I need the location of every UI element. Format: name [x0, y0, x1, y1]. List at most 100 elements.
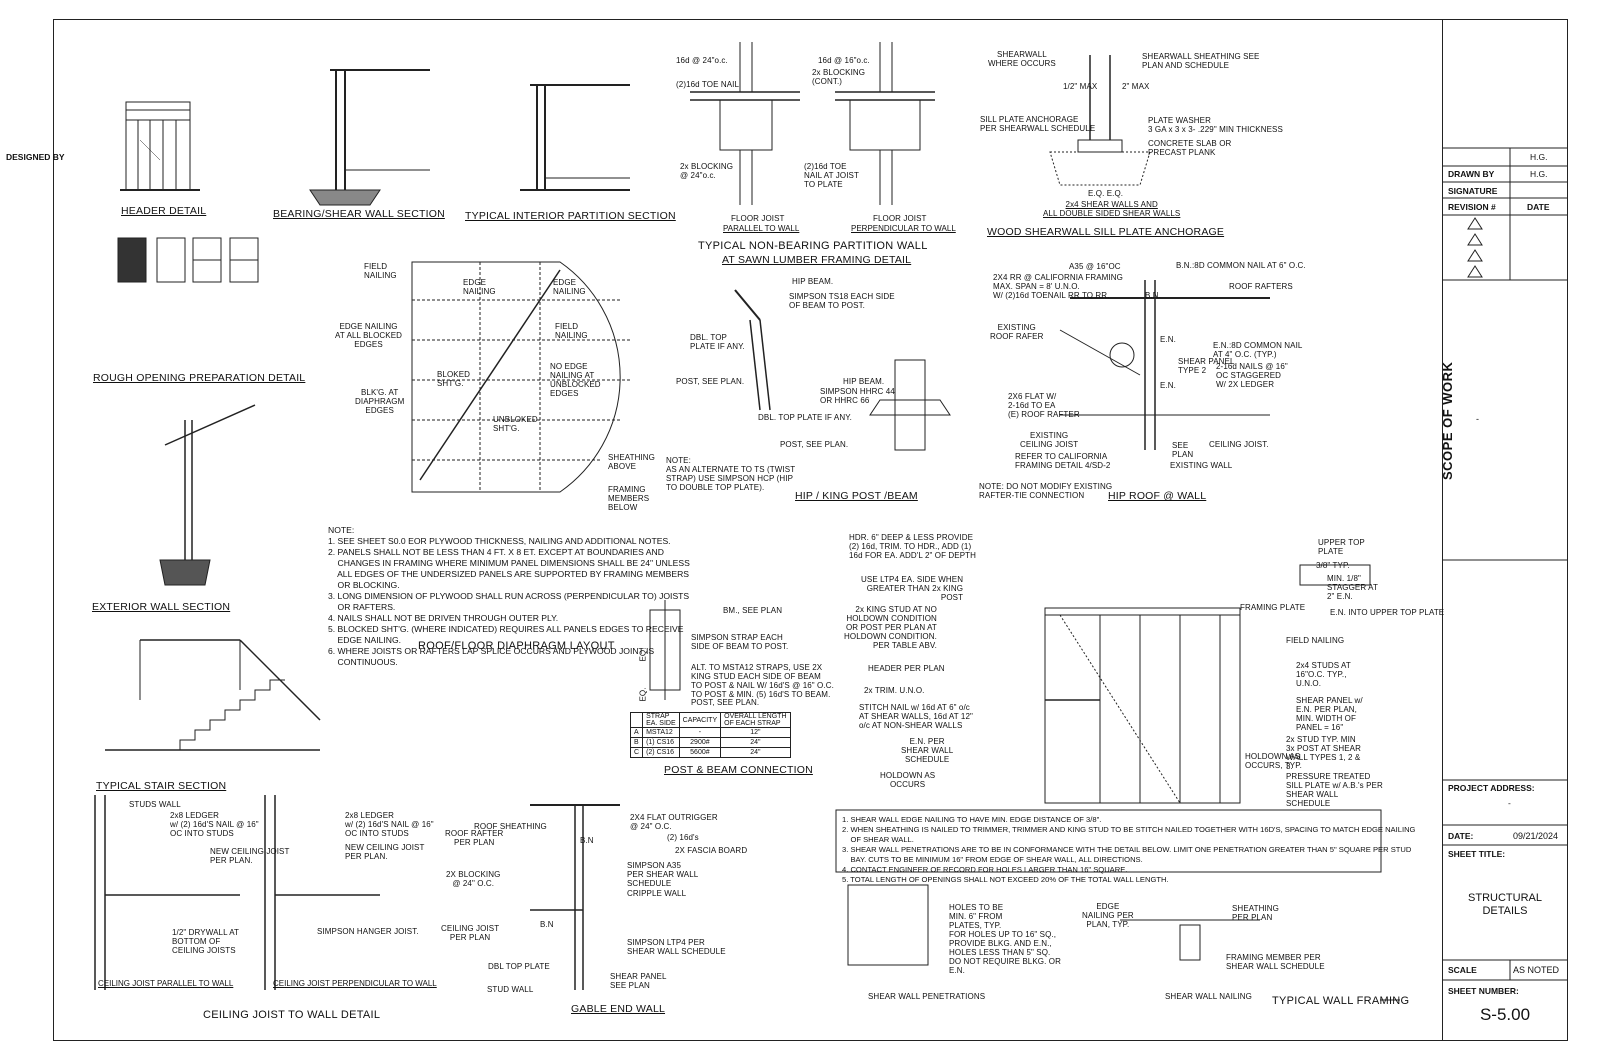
sp-anchorage: SILL PLATE ANCHORAGE PER SHEARWALL SCHED…	[980, 115, 1096, 133]
hr-refer: REFER TO CALIFORNIA FRAMING DETAIL 4/SD-…	[1015, 452, 1111, 470]
hr-en: E.N.	[1160, 335, 1176, 344]
sheet-title-line-1: STRUCTURAL	[1468, 892, 1542, 904]
wf-en: E.N. PER SHEAR WALL SCHEDULE	[901, 737, 954, 764]
hr-existing: EXISTING ROOF RAFER	[990, 323, 1044, 341]
table-row: STRAP EA. SIDE CAPACITY OVERALL LENGTH O…	[629, 712, 791, 728]
title-sill-plate: WOOD SHEARWALL SILL PLATE ANCHORAGE	[987, 226, 1225, 238]
cj-studs: STUDS WALL	[129, 800, 181, 809]
header-detail-drawing	[120, 101, 200, 191]
wf-king: 2x KING STUD AT NO HOLDOWN CONDITION OR …	[844, 605, 937, 650]
strap-row-id: B	[629, 737, 644, 748]
exterior-wall-drawing	[159, 404, 256, 586]
sheet-number-label: SHEET NUMBER:	[1448, 986, 1519, 996]
sheet-title-line-2: DETAILS	[1482, 905, 1528, 917]
hk-hip: HIP BEAM.	[792, 277, 834, 286]
sub-floor-parallel: FLOOR JOIST	[731, 214, 785, 223]
wf-field: FIELD NAILING	[1286, 636, 1345, 645]
dp-blkg: BLK'G. AT DIAPHRAGM EDGES	[355, 388, 405, 415]
hk-note: NOTE: AS AN ALTERNATE TO TS (TWIST STRAP…	[666, 456, 796, 492]
cj-ledger1: 2x8 LEDGER w/ (2) 16d'S NAIL @ 16" OC IN…	[170, 811, 259, 838]
title-bearing-shear: BEARING/SHEAR WALL SECTION	[273, 208, 445, 220]
strap-row-capacity: -	[678, 727, 722, 738]
wf-framing-member: FRAMING MEMBER PER SHEAR WALL SCHEDULE	[1226, 953, 1325, 971]
sub-shear-penetrations: SHEAR WALL PENETRATIONS	[868, 992, 986, 1001]
wf-hdr: HDR. 6" DEEP & LESS PROVIDE (2) 16d, TRI…	[849, 533, 977, 560]
wf-stitch: STITCH NAIL w/ 16d AT 6" o/c AT SHEAR WA…	[859, 703, 973, 730]
title-rough-opening: ROUGH OPENING PREPARATION DETAIL	[93, 372, 306, 384]
title-post-beam: POST & BEAM CONNECTION	[664, 764, 813, 776]
wf-min18: MIN. 1/8" STAGGER AT 2" E.N.	[1327, 574, 1378, 601]
hk-dbl-top2: DBL. TOP PLATE IF ANY.	[758, 413, 852, 422]
hr-16d: 2-16d NAILS @ 16" OC STAGGERED W/ 2X LED…	[1216, 362, 1288, 389]
date-label: DATE:	[1448, 831, 1474, 841]
title-exterior-wall: EXTERIOR WALL SECTION	[92, 601, 231, 613]
project-address-value: -	[1508, 798, 1511, 808]
strap-row-strap: MSTA12	[642, 727, 680, 738]
strap-row-id: A	[629, 727, 644, 738]
title-hip-king: HIP / KING POST /BEAM	[795, 490, 918, 502]
title-block	[1442, 20, 1568, 1040]
title-diaphragm: ROOF/FLOOR DIAPHRAGM LAYOUT	[418, 640, 615, 652]
sp-washer: PLATE WASHER 3 GA x 3 x 3- .229" MIN THI…	[1148, 116, 1283, 134]
stair-drawing	[105, 639, 321, 751]
nb-blocking: 2x BLOCKING @ 24"o.c.	[680, 162, 734, 180]
hk-hip2: HIP BEAM.	[843, 377, 885, 386]
pb-bm: BM., SEE PLAN	[723, 606, 783, 615]
hr-note: NOTE: DO NOT MODIFY EXISTING RAFTER-TIE …	[979, 482, 1113, 500]
sheet-title-label: SHEET TITLE:	[1448, 849, 1506, 859]
hr-ceiling: CEILING JOIST.	[1209, 440, 1269, 449]
nb-toe-joist: (2)16d TOE NAIL AT JOIST TO PLATE	[804, 162, 859, 189]
ge-16ds: (2) 16d's	[667, 833, 699, 842]
scale-label: SCALE	[1448, 965, 1477, 975]
wf-framing-plate: FRAMING PLATE	[1240, 603, 1306, 612]
drawn-by-value: H.G.	[1530, 169, 1548, 179]
title-wall-framing: TYPICAL WALL FRAMING	[1272, 995, 1410, 1007]
hk-hhrc: SIMPSON HHRC 44 OR HHRC 66	[820, 387, 895, 405]
hr-see-plan: SEE PLAN	[1172, 441, 1194, 459]
wf-edge: EDGE NAILING PER PLAN, TYP.	[1082, 902, 1134, 929]
hr-2x4: 2X4 RR @ CALIFORNIA FRAMING MAX. SPAN = …	[993, 273, 1123, 300]
gable-drawing	[530, 804, 620, 990]
wf-header: HEADER PER PLAN	[868, 664, 945, 673]
pb-post: POST, SEE PLAN.	[691, 698, 760, 707]
dp-field2: FIELD NAILING	[555, 322, 588, 340]
sub-floor-perp-2: PERPENDICULAR TO WALL	[851, 224, 956, 233]
title-header-detail: HEADER DETAIL	[121, 205, 207, 217]
wf-holes16: FOR HOLES UP TO 16" SQ., PROVIDE BLKG. A…	[949, 930, 1061, 975]
dp-field: FIELD NAILING	[364, 262, 397, 280]
pb-eq2: EQ.	[638, 687, 648, 702]
designed-by-label: DESIGNED BY	[6, 152, 65, 162]
project-address-label: PROJECT ADDRESS:	[1448, 783, 1535, 793]
wf-holes: HOLES TO BE MIN. 6" FROM PLATES, TYP.	[949, 903, 1004, 930]
pb-eq1: EQ.	[638, 647, 648, 662]
pb-alt: ALT. TO MSTA12 STRAPS, USE 2X KING STUD …	[691, 663, 834, 699]
strap-row-length: 24"	[720, 747, 791, 758]
drawn-by-label: DRAWN BY	[1448, 169, 1495, 179]
post-beam-drawing	[649, 600, 681, 700]
hip-roof-drawing	[1059, 280, 1270, 450]
hr-en2: E.N.	[1160, 381, 1176, 390]
sub-floor-parallel-2: PARALLEL TO WALL	[723, 224, 800, 233]
title-stair: TYPICAL STAIR SECTION	[96, 780, 227, 792]
dp-framing-below: FRAMING MEMBERS BELOW	[608, 485, 650, 512]
hr-ex-ceiling: EXISTING CEILING JOIST	[1020, 431, 1079, 449]
wf-upper: UPPER TOP PLATE	[1318, 538, 1365, 556]
dp-bloked: BLOKED SHT'G.	[437, 370, 471, 388]
ge-blocking: 2X BLOCKING @ 24" O.C.	[446, 870, 501, 888]
signature-label: SIGNATURE	[1448, 186, 1498, 196]
hr-rafters: ROOF RAFTERS	[1229, 282, 1293, 291]
dp-edge-all: EDGE NAILING AT ALL BLOCKED EDGES	[335, 322, 403, 349]
strap-table: STRAP EA. SIDE CAPACITY OVERALL LENGTH O…	[629, 712, 791, 758]
nb-16d-16: 16d @ 16"o.c.	[818, 56, 870, 65]
wf-sheathing: SHEATHING PER PLAN	[1232, 904, 1279, 922]
hr-ex-wall: EXISTING WALL	[1170, 461, 1233, 470]
title-hip-roof: HIP ROOF @ WALL	[1108, 490, 1207, 502]
strap-row-strap: (1) CS16	[642, 737, 680, 748]
scale-value: AS NOTED	[1513, 965, 1560, 975]
nb-16d-24: 16d @ 24"o.c.	[676, 56, 728, 65]
ge-a35: SIMPSON A35 PER SHEAR WALL SCHEDULE	[627, 861, 699, 888]
strap-row-length: 24"	[720, 737, 791, 748]
wf-2xstud: 2x STUD TYP. MIN 3x POST AT SHEAR WALL T…	[1286, 735, 1361, 771]
cj-hanger: SIMPSON HANGER JOIST.	[317, 927, 419, 936]
